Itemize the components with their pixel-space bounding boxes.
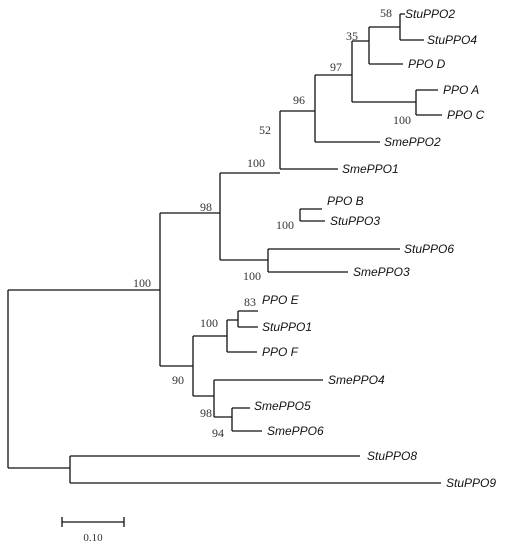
support-value-52: 52 bbox=[259, 123, 271, 137]
leaf-label-smeppo6: SmePPO6 bbox=[267, 424, 324, 438]
leaf-label-ppod: PPO D bbox=[408, 57, 446, 71]
branch-root bbox=[7, 289, 160, 469]
branch-83-node bbox=[237, 310, 258, 328]
leaf-label-smeppo1: SmePPO1 bbox=[342, 162, 399, 176]
support-value-100-ppoa-ppoc: 100 bbox=[393, 113, 411, 127]
leaf-labels: StuPPO2 StuPPO4 PPO D PPO A PPO C SmePPO… bbox=[254, 7, 496, 490]
leaf-label-ppof: PPO F bbox=[262, 345, 299, 359]
support-value-83: 83 bbox=[244, 295, 256, 309]
branch-35-node bbox=[368, 26, 403, 65]
support-value-98-sme: 98 bbox=[200, 406, 212, 420]
branch-ppoa-ppoc bbox=[415, 89, 442, 116]
scale-bar-line bbox=[61, 517, 125, 527]
leaf-label-smeppo3: SmePPO3 bbox=[353, 265, 410, 279]
leaf-label-smeppo4: SmePPO4 bbox=[328, 373, 385, 387]
branch-94-node bbox=[231, 407, 262, 432]
scale-bar: 0.10 bbox=[61, 517, 125, 544]
branch-ppob-stuppo3 bbox=[299, 208, 325, 222]
branch-96-node bbox=[314, 74, 380, 143]
scale-bar-label: 0.10 bbox=[83, 532, 103, 544]
tree-branches bbox=[7, 13, 442, 484]
leaf-label-stuppo3: StuPPO3 bbox=[330, 214, 380, 228]
leaf-label-smeppo5: SmePPO5 bbox=[254, 399, 311, 413]
support-value-35: 35 bbox=[346, 29, 358, 43]
leaf-label-ppoc: PPO C bbox=[447, 108, 485, 122]
branch-52-node bbox=[279, 110, 338, 170]
leaf-label-ppob: PPO B bbox=[327, 194, 364, 208]
branch-stuppo6-smeppo3 bbox=[267, 248, 400, 273]
branch-90-node bbox=[192, 335, 227, 397]
branch-58-node bbox=[399, 13, 424, 41]
branch-clade-upper bbox=[159, 212, 220, 367]
support-value-96: 96 bbox=[293, 93, 305, 107]
support-value-97: 97 bbox=[330, 60, 342, 74]
leaf-label-stuppo4: StuPPO4 bbox=[427, 33, 477, 47]
support-value-100-stuppo6-smeppo3: 100 bbox=[243, 269, 261, 283]
leaf-label-stuppo1: StuPPO1 bbox=[262, 320, 312, 334]
support-value-100-ppob-stuppo3: 100 bbox=[276, 218, 294, 232]
support-value-90: 90 bbox=[172, 373, 184, 387]
leaf-label-ppoa: PPO A bbox=[443, 83, 479, 97]
leaf-label-stuppo8: StuPPO8 bbox=[367, 449, 417, 463]
support-values: 58 35 97 100 96 52 100 100 98 100 100 83… bbox=[133, 6, 411, 440]
leaf-label-stuppo9: StuPPO9 bbox=[446, 476, 496, 490]
branch-98-node bbox=[219, 172, 280, 261]
branch-outgroup bbox=[69, 455, 441, 484]
leaf-label-ppoe: PPO E bbox=[262, 293, 300, 307]
support-value-100-ppo-clade: 100 bbox=[247, 156, 265, 170]
support-value-58: 58 bbox=[380, 6, 392, 20]
branch-98-sme-node bbox=[213, 379, 323, 418]
support-value-100-root: 100 bbox=[133, 276, 151, 290]
support-value-100-ppoe-ppof: 100 bbox=[200, 316, 218, 330]
support-value-94: 94 bbox=[212, 426, 224, 440]
branch-100-ppo-node bbox=[226, 319, 257, 353]
leaf-label-stuppo6: StuPPO6 bbox=[404, 242, 454, 256]
support-value-98-top: 98 bbox=[200, 200, 212, 214]
branch-97-node bbox=[351, 40, 416, 103]
leaf-label-smeppo2: SmePPO2 bbox=[384, 135, 441, 149]
leaf-label-stuppo2: StuPPO2 bbox=[405, 7, 455, 21]
